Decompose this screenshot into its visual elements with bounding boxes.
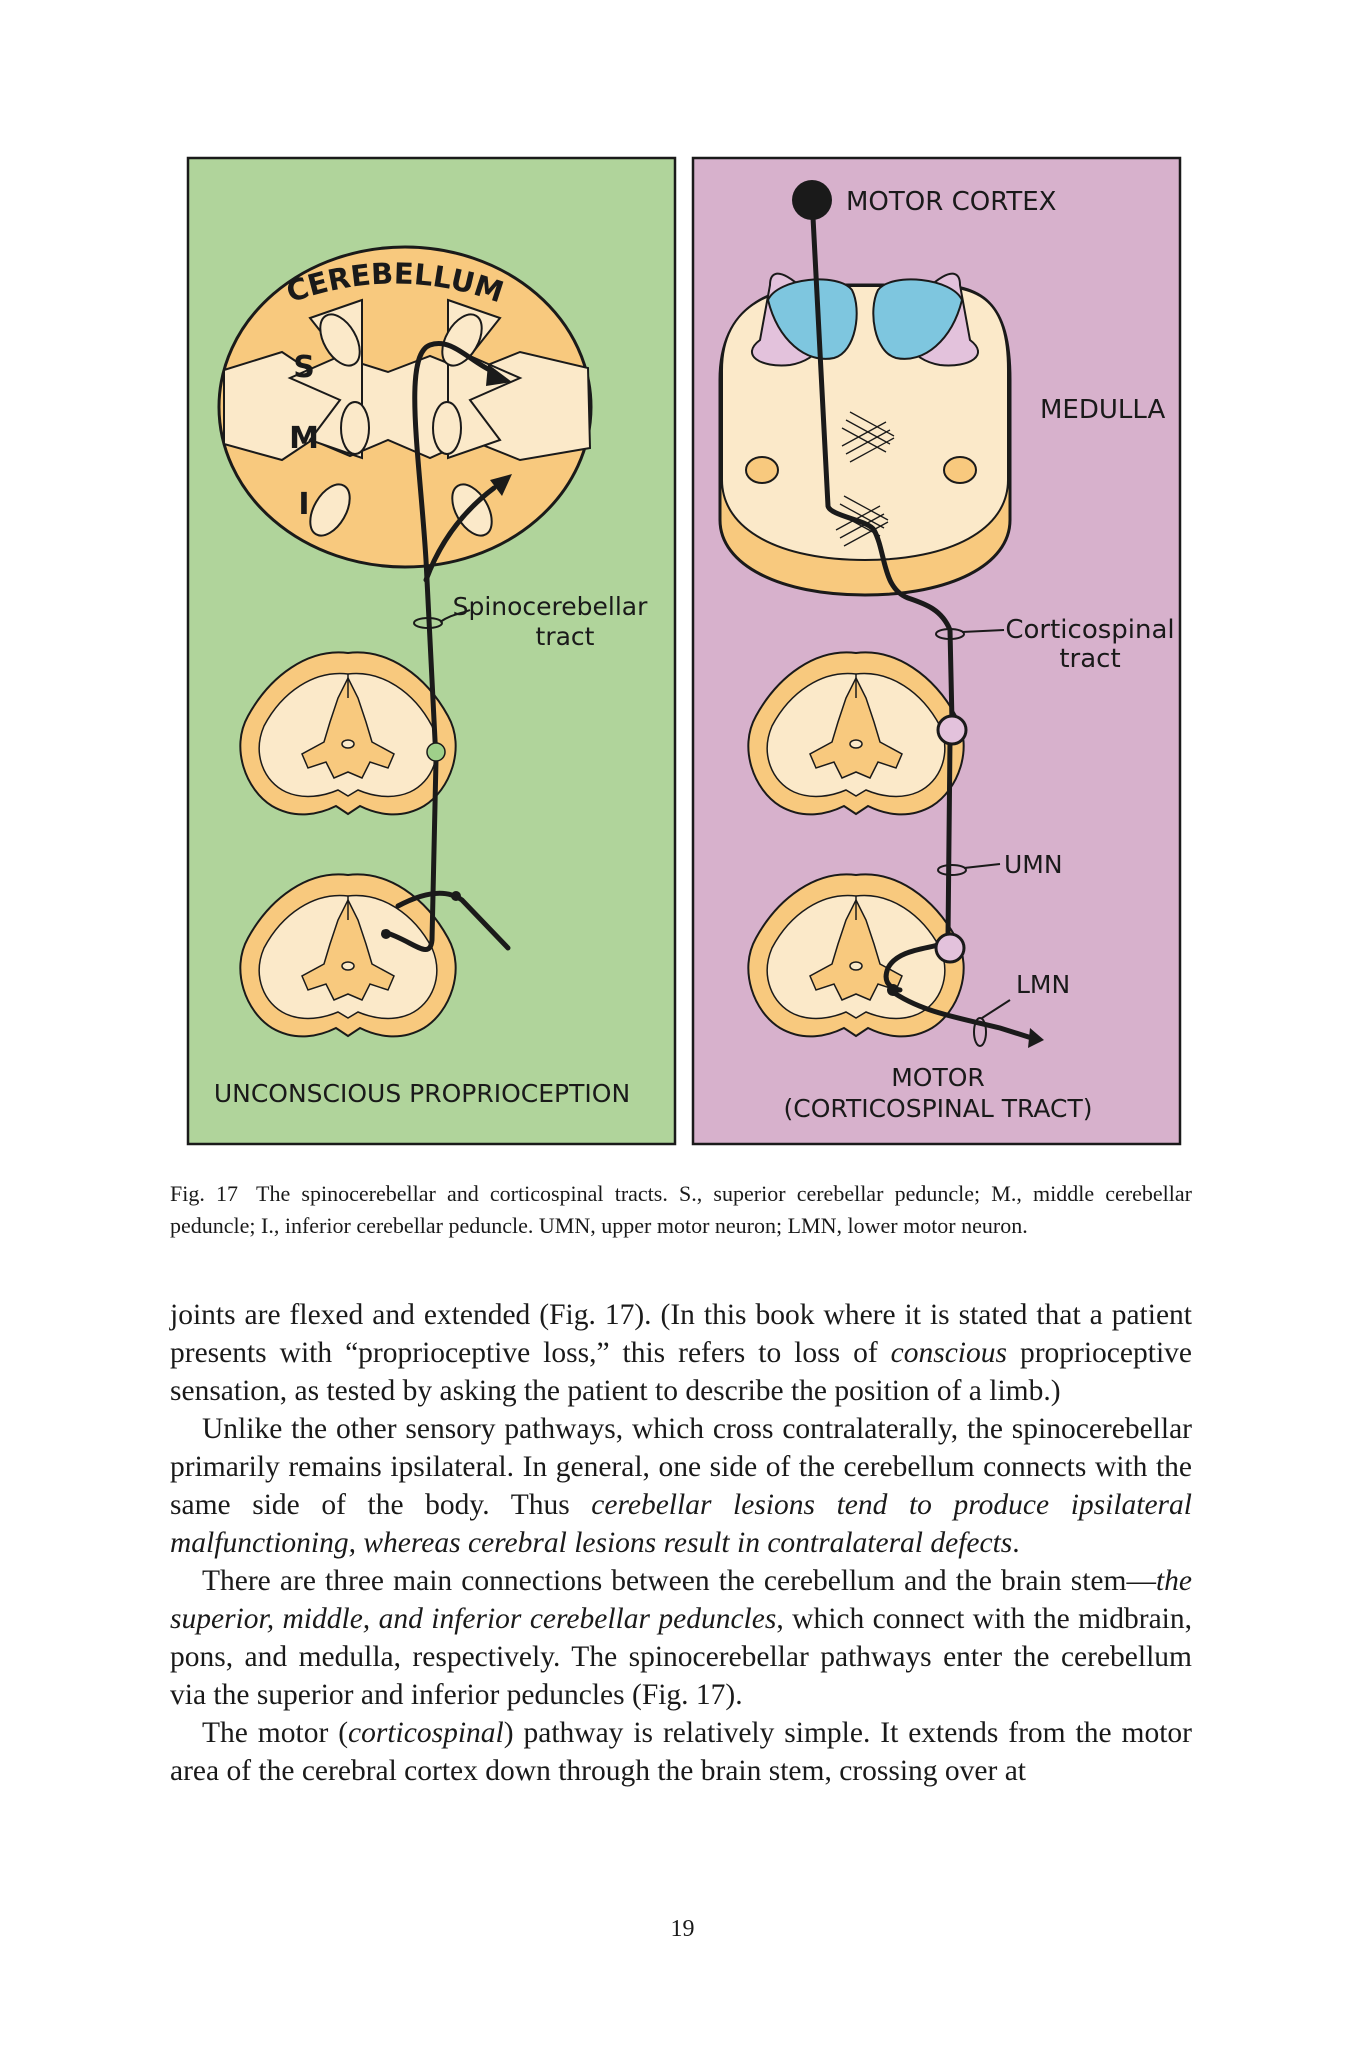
p4-text-b: ) pathway is relatively simple. It exten… bbox=[170, 1717, 1192, 1787]
spinocerebellar-nucleus bbox=[426, 742, 446, 762]
inferior-arrowhead bbox=[490, 474, 512, 496]
corticospinal-label-line1: Corticospinal bbox=[1005, 615, 1174, 645]
paragraph-1: joints are flexed and extended (Fig. 17)… bbox=[170, 1296, 1192, 1410]
body-text: joints are flexed and extended (Fig. 17)… bbox=[170, 1296, 1192, 1790]
p3-text-b: , which connect with the midbrain, pons,… bbox=[170, 1603, 1193, 1711]
tract-leader-right bbox=[961, 629, 1005, 633]
tract-ring-right bbox=[935, 628, 965, 640]
lmn-leader bbox=[981, 999, 1011, 1019]
figure-number: Fig. 17 bbox=[170, 1181, 239, 1206]
spinocerebellar-pathway bbox=[381, 340, 511, 952]
peduncle-letter-i: I bbox=[298, 487, 309, 522]
p2-emphasis: cerebellar lesions tend to produce ipsil… bbox=[170, 1489, 1192, 1559]
dorsal-root-ganglion bbox=[451, 891, 461, 901]
paragraph-4: The motor (corticospinal) pathway is rel… bbox=[170, 1714, 1192, 1790]
p4-emphasis: corticospinal bbox=[348, 1717, 504, 1749]
superior-arrowhead bbox=[486, 364, 512, 386]
p1-emphasis: conscious bbox=[890, 1337, 1007, 1369]
page-number: 19 bbox=[670, 1916, 695, 1942]
lmn-label: LMN bbox=[1016, 970, 1070, 999]
interneuron-dot bbox=[887, 984, 899, 996]
paragraph-3: There are three main connections between… bbox=[170, 1562, 1192, 1714]
paragraph-2: Unlike the other sensory pathways, which… bbox=[170, 1410, 1192, 1562]
motor-cortex-neuron bbox=[792, 180, 832, 220]
p4-text-a: The motor ( bbox=[202, 1717, 349, 1749]
corticospinal-label-line2: tract bbox=[1059, 644, 1120, 674]
umn-ring bbox=[937, 864, 967, 876]
p1-text-a: joints are flexed and extended (Fig. 17)… bbox=[170, 1299, 1192, 1369]
figure-17: CEREBELLUM S M I Spinocerebellar tract U… bbox=[186, 156, 1182, 1146]
caption-text: The spinocerebellar and corticospinal tr… bbox=[170, 1181, 1192, 1238]
lmn-cell-body bbox=[934, 932, 966, 964]
umn-leader bbox=[963, 863, 1001, 869]
lmn-ring bbox=[973, 1017, 987, 1047]
p3-text-a: There are three main connections between… bbox=[202, 1565, 1156, 1597]
tract-leader-left bbox=[439, 609, 471, 623]
motor-cortex-label: MOTOR CORTEX bbox=[846, 187, 1057, 217]
motor-arrowhead bbox=[1028, 1028, 1044, 1048]
tract-ring-left bbox=[413, 617, 443, 629]
spinocerebellar-label-line1: Spinocerebellar bbox=[453, 592, 649, 621]
p1-text-b: proprioceptive sensation, as tested by a… bbox=[170, 1337, 1192, 1407]
peduncle-letter-m: M bbox=[289, 421, 319, 456]
right-panel-title-line1: MOTOR bbox=[891, 1063, 985, 1092]
medulla-label: MEDULLA bbox=[1040, 395, 1165, 425]
cerebellum-diagram bbox=[217, 245, 593, 569]
p3-emphasis: the superior, middle, and inferior cereb… bbox=[170, 1565, 1192, 1635]
peduncle-letter-s: S bbox=[293, 350, 315, 385]
medulla-diagram bbox=[718, 272, 1012, 597]
p2-text-a: Unlike the other sensory pathways, which… bbox=[170, 1413, 1192, 1521]
corticospinal-tract-cross-section bbox=[936, 714, 968, 746]
umn-label: UMN bbox=[1004, 850, 1063, 879]
p2-text-b: . bbox=[1012, 1527, 1020, 1559]
right-panel-title-line2: (CORTICOSPINAL TRACT) bbox=[784, 1094, 1093, 1123]
spinocerebellar-label-line2: tract bbox=[536, 622, 595, 651]
synapse-dot bbox=[381, 929, 391, 939]
left-panel-title: UNCONSCIOUS PROPRIOCEPTION bbox=[214, 1079, 630, 1108]
